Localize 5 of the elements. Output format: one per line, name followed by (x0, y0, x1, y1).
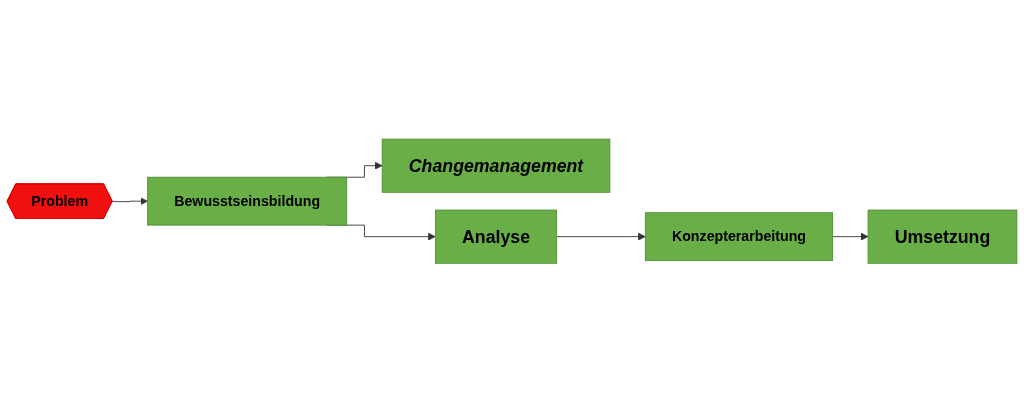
node-box: Changemanagement (381, 138, 611, 193)
node-box: Konzepterarbeitung (644, 212, 834, 261)
node-box: Umsetzung (867, 209, 1018, 264)
node-box: Bewusstseinsbildung (147, 176, 348, 226)
node-box: Analyse (434, 209, 558, 264)
